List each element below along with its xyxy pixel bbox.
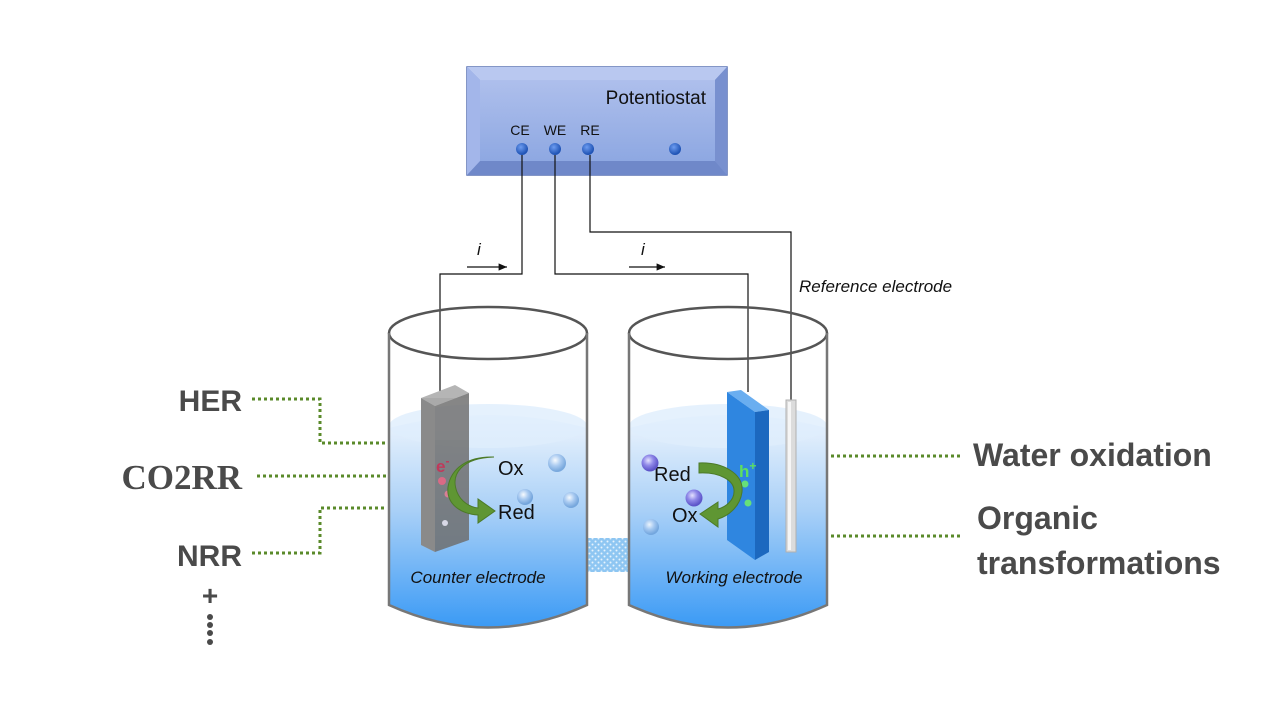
terminal-label-re: RE xyxy=(580,122,599,138)
bubble xyxy=(643,519,659,535)
counter-curved-arrow-icon xyxy=(447,456,496,524)
working-from-label: Red xyxy=(654,464,691,486)
bubble xyxy=(517,489,533,505)
electron-symbol: e- xyxy=(436,454,449,476)
counter-to-label: Red xyxy=(498,502,535,524)
terminal-extra xyxy=(669,143,681,155)
membrane-bridge xyxy=(586,538,630,572)
wires xyxy=(439,155,792,402)
bubble xyxy=(641,454,659,472)
working-electrode-label: Working electrode xyxy=(665,568,802,587)
bubble xyxy=(548,454,566,472)
hole-dot xyxy=(744,499,752,507)
terminal-we xyxy=(549,143,561,155)
reaction-organic-line1: Organic xyxy=(977,500,1098,536)
current-arrow-left: i xyxy=(467,240,507,271)
current-label-right: i xyxy=(641,240,646,259)
electron-dot xyxy=(438,477,446,485)
counter-from-label: Ox xyxy=(498,458,524,480)
wire-ce xyxy=(439,155,523,392)
current-label-left: i xyxy=(477,240,482,259)
wire-re xyxy=(589,155,792,402)
counter-electrode-label: Counter electrode xyxy=(410,568,545,587)
left-connectors xyxy=(252,397,386,555)
more-reactions-plus: + xyxy=(202,580,218,611)
more-reactions-ellipsis-icon xyxy=(207,614,213,645)
reference-electrode xyxy=(785,399,797,553)
terminal-label-ce: CE xyxy=(510,122,529,138)
hole-symbol: h+ xyxy=(739,459,756,481)
terminal-ce xyxy=(516,143,528,155)
counter-cell: e- Ox Red Counter electrode xyxy=(387,305,589,629)
reaction-co2rr: CO2RR xyxy=(121,458,242,497)
wire-we xyxy=(554,155,749,392)
bubble xyxy=(685,489,703,507)
bubble xyxy=(563,492,579,508)
current-arrow-right: i xyxy=(629,240,665,271)
counter-electrode xyxy=(421,385,469,552)
working-to-label: Ox xyxy=(672,505,698,527)
terminal-re xyxy=(582,143,594,155)
reaction-her: HER xyxy=(179,385,243,418)
connector-her xyxy=(252,397,386,445)
working-electrode xyxy=(727,390,769,560)
right-connectors xyxy=(831,454,960,538)
reaction-nrr: NRR xyxy=(177,540,242,573)
reaction-water-oxidation: Water oxidation xyxy=(973,437,1212,473)
terminal-label-we: WE xyxy=(544,122,567,138)
working-curved-arrow-icon xyxy=(698,462,743,528)
electron-dot xyxy=(442,520,448,526)
potentiostat: Potentiostat CE WE RE xyxy=(466,66,728,176)
potentiostat-title: Potentiostat xyxy=(606,88,707,109)
connector-nrr xyxy=(252,506,386,555)
reference-electrode-label: Reference electrode xyxy=(799,277,952,296)
reaction-organic-line2: transformations xyxy=(977,545,1221,581)
working-cell: h+ Red Ox Working electrode xyxy=(627,305,829,629)
hole-dot xyxy=(741,480,749,488)
